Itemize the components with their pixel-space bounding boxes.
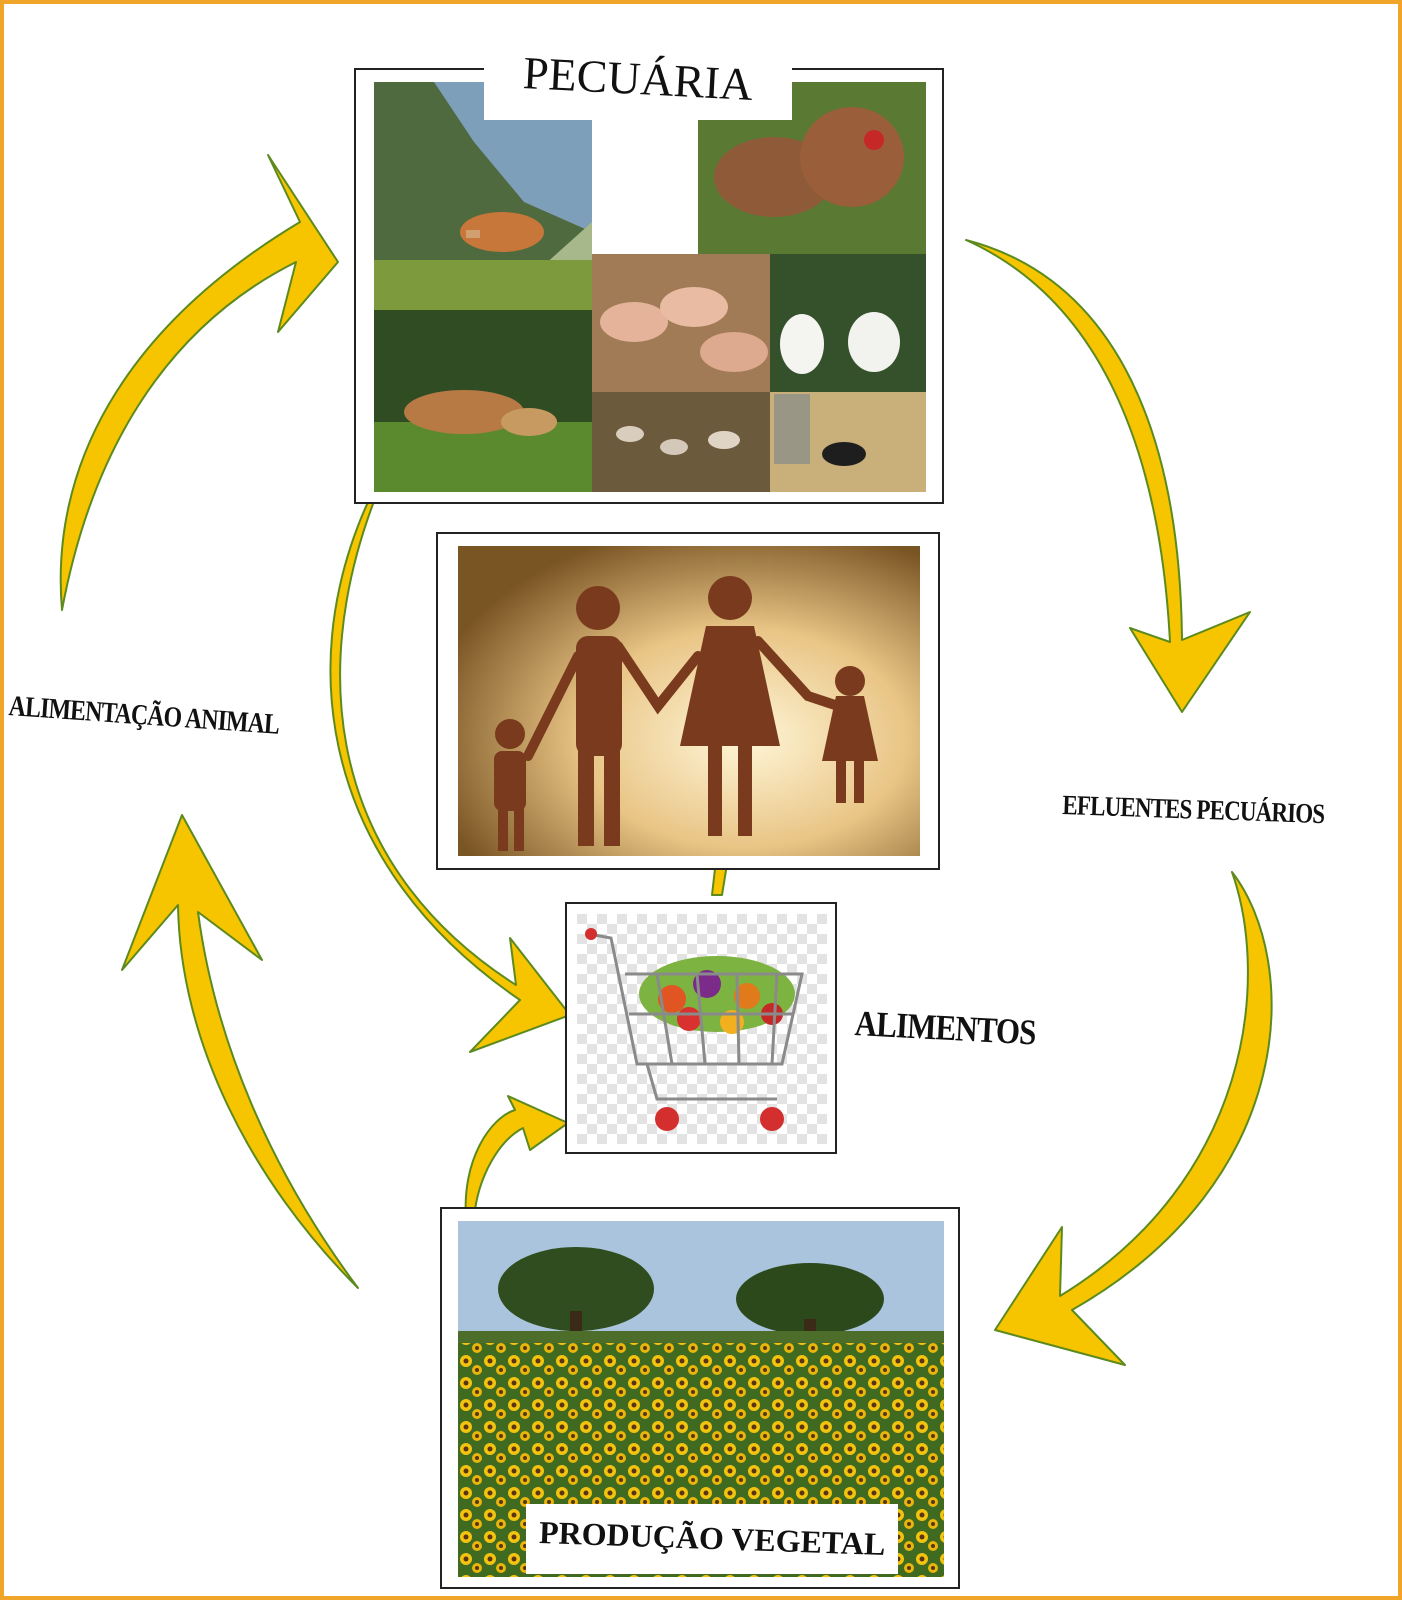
arrow-feed-to-livestock	[59, 154, 339, 611]
crops-title: PRODUÇÃO VEGETAL	[538, 1513, 886, 1563]
crops-title-plate: PRODUÇÃO VEGETAL	[526, 1504, 898, 1574]
arrow-livestock-to-effluents	[965, 239, 1251, 713]
family-silhouette-photo	[458, 546, 920, 856]
arrow-effluents-to-crops	[994, 871, 1273, 1366]
livestock-title-plate: PECUÁRIA	[484, 40, 792, 120]
arrow-livestock-to-food	[329, 449, 571, 1053]
arrow-crops-to-food	[464, 1095, 569, 1219]
family-photo-box	[436, 532, 940, 870]
arrow-crops-to-feed	[121, 814, 359, 1289]
livestock-photo-collage	[374, 82, 926, 492]
livestock-title: PECUÁRIA	[521, 47, 755, 110]
shopping-cart-with-vegetables	[577, 914, 827, 1144]
livestock-photo-box	[354, 68, 944, 504]
cart-photo-box	[565, 902, 837, 1154]
